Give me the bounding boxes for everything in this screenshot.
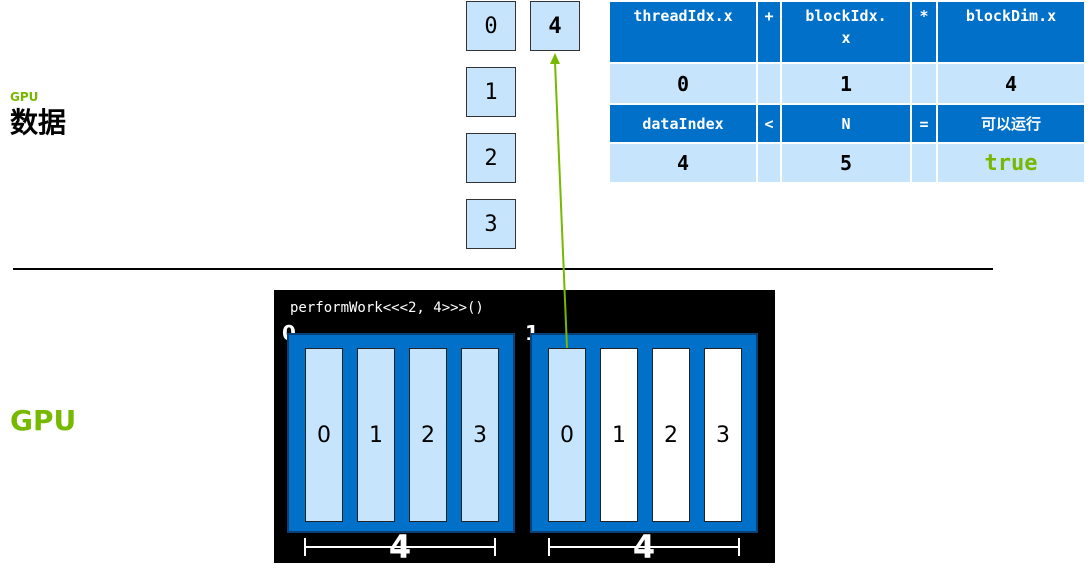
block-dim-label-1: 4: [632, 528, 656, 566]
dim-tick: [494, 538, 496, 556]
thread-1: 1: [600, 348, 638, 522]
table-row: dataIndex < N = 可以运行: [610, 105, 1086, 144]
table-cell: =: [912, 105, 938, 144]
dim-line: [304, 546, 496, 548]
block-dim-indicator-0: 4: [304, 529, 496, 565]
table-cell: *: [912, 2, 938, 64]
table-cell: [912, 144, 938, 184]
table-cell-result: true: [938, 144, 1086, 184]
thread-1: 1: [357, 348, 395, 522]
table-cell: [758, 144, 782, 184]
block-dim-label-0: 4: [388, 528, 412, 566]
thread-2: 2: [409, 348, 447, 522]
dim-tick: [304, 538, 306, 556]
gpu-data-label-small: GPU: [10, 90, 39, 104]
thread-0: 0: [548, 348, 586, 522]
gpu-label: GPU: [10, 404, 77, 437]
table-cell: 1: [782, 64, 912, 105]
arrow-line: [554, 61, 568, 349]
table-cell: 5: [782, 144, 912, 184]
block-1: 0 1 2 3: [530, 333, 758, 533]
host-device-divider: [13, 268, 993, 270]
table-cell: <: [758, 105, 782, 144]
table-cell: [758, 64, 782, 105]
block-0: 0 1 2 3: [287, 333, 515, 533]
block-dim-indicator-1: 4: [548, 529, 740, 565]
table-row: 4 5 true: [610, 144, 1086, 184]
dim-tick: [548, 538, 550, 556]
grid-panel: performWork<<<2, 4>>>() 0 0 1 2 3 1 0 1 …: [274, 290, 775, 565]
dim-tick: [738, 538, 740, 556]
data-element-2: 2: [466, 133, 516, 183]
table-cell: blockIdx. x: [782, 2, 912, 64]
table-cell: threadIdx.x: [610, 2, 758, 64]
thread-3: 3: [461, 348, 499, 522]
data-element-3: 3: [466, 199, 516, 249]
table-cell: blockDim.x: [938, 2, 1086, 64]
table-cell: [912, 64, 938, 105]
arrow-head: [550, 53, 560, 64]
table-cell: +: [758, 2, 782, 64]
table-cell: 4: [938, 64, 1086, 105]
data-element-4: 4: [530, 1, 580, 51]
dim-line: [548, 546, 740, 548]
index-calculation-table: threadIdx.x + blockIdx. x * blockDim.x 0…: [610, 2, 1086, 184]
data-element-1: 1: [466, 67, 516, 117]
table-cell: 0: [610, 64, 758, 105]
thread-0: 0: [305, 348, 343, 522]
table-cell: 可以运行: [938, 105, 1086, 144]
table-cell: dataIndex: [610, 105, 758, 144]
thread-2: 2: [652, 348, 690, 522]
table-row: 0 1 4: [610, 64, 1086, 105]
kernel-call: performWork<<<2, 4>>>(): [290, 300, 484, 316]
table-row: threadIdx.x + blockIdx. x * blockDim.x: [610, 2, 1086, 64]
thread-3: 3: [704, 348, 742, 522]
data-element-0: 0: [466, 1, 516, 51]
gpu-data-label: 数据: [10, 106, 67, 139]
table-cell: 4: [610, 144, 758, 184]
table-cell: N: [782, 105, 912, 144]
